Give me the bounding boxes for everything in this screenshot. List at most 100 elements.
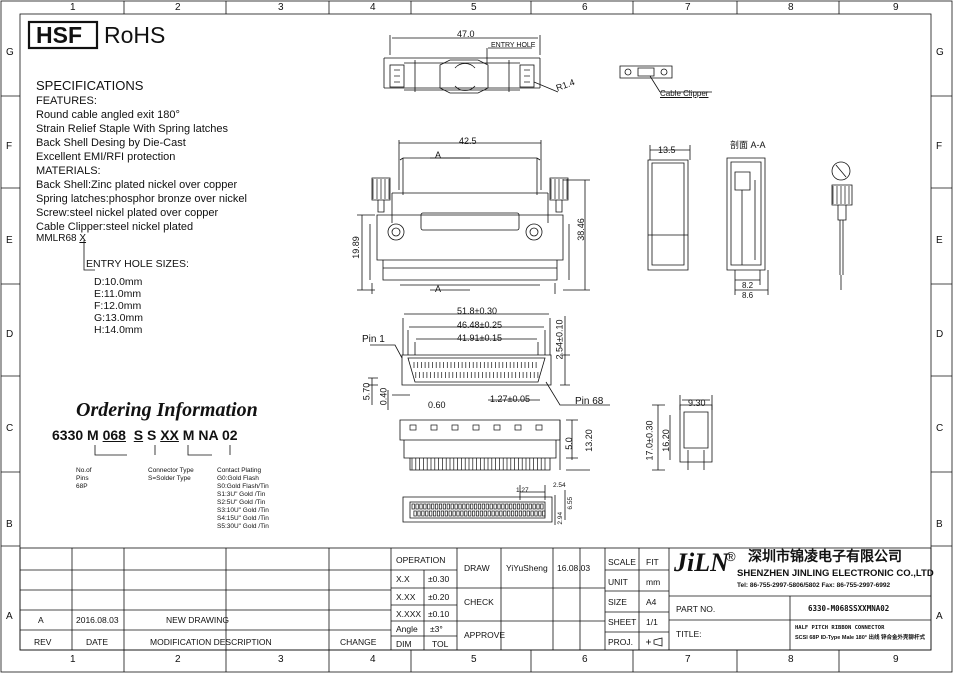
zone-col-label: 9 bbox=[893, 2, 899, 13]
approve-label: APPROVE bbox=[464, 630, 506, 640]
pin-mark bbox=[493, 503, 497, 510]
rev-value: A bbox=[38, 615, 44, 625]
draw-date: 16.08.03 bbox=[557, 563, 591, 573]
ordering-title: Ordering Information bbox=[76, 399, 258, 421]
pin-mark bbox=[534, 510, 538, 517]
zone-row-label: C bbox=[936, 423, 944, 434]
pin-mark bbox=[474, 503, 478, 510]
unit-label: UNIT bbox=[608, 577, 628, 587]
model-prefix: MMLR68 bbox=[36, 233, 77, 244]
model-x: X bbox=[79, 233, 87, 244]
dim-127: 1.27±0.05 bbox=[490, 394, 530, 404]
pin-mark bbox=[511, 510, 515, 517]
pin-mark bbox=[513, 503, 517, 510]
zone-col-label: 7 bbox=[685, 2, 691, 13]
pin-mark bbox=[489, 503, 493, 510]
size-value: A4 bbox=[646, 597, 657, 607]
pin-mark bbox=[442, 503, 446, 510]
legend-line: S2:5U" Gold /Tin bbox=[217, 499, 266, 506]
title-line-2: SCSI 68P ID-Type Male 180° 出线 锌合金外壳铆杆式 bbox=[795, 635, 926, 641]
title-line-1: HALF PITCH RIBBON CONNECTOR bbox=[795, 625, 885, 631]
rohs-label: RoHS bbox=[104, 22, 166, 48]
rev-header: REV bbox=[34, 637, 52, 647]
specifications-title: SPECIFICATIONS bbox=[36, 78, 144, 93]
pin-mark bbox=[444, 510, 448, 517]
size-label: SIZE bbox=[608, 597, 627, 607]
zone-col-label: 6 bbox=[582, 2, 588, 13]
entry-size: G:13.0mm bbox=[94, 312, 144, 324]
spec-line: MATERIALS: bbox=[36, 165, 101, 177]
spec-line: Screw:steel nickel plated over copper bbox=[36, 207, 219, 219]
part-no-label: PART NO. bbox=[676, 604, 716, 614]
ordering-code: 6330 M 068 S S XX M NA 02 bbox=[52, 428, 238, 442]
pin-mark bbox=[505, 503, 509, 510]
legend-line: Connector Type bbox=[148, 467, 194, 474]
code-part: S bbox=[146, 427, 157, 443]
section-a-top: A bbox=[435, 150, 442, 160]
registered-mark: ® bbox=[726, 549, 736, 564]
pin-mark bbox=[438, 503, 443, 510]
entry-size: E:11.0mm bbox=[94, 288, 142, 300]
dim-294: 2.94 bbox=[557, 511, 565, 525]
legend-line: S=Solder Type bbox=[148, 475, 191, 482]
zone-row-label: A bbox=[6, 611, 13, 622]
scale-label: SCALE bbox=[608, 557, 636, 567]
zone-col-label: 2 bbox=[175, 654, 181, 665]
pin-mark bbox=[411, 503, 415, 510]
title-label: TITLE: bbox=[676, 629, 702, 639]
spec-line: Excellent EMI/RFI protection bbox=[36, 151, 176, 163]
pin-mark bbox=[477, 503, 482, 510]
zone-row-label: C bbox=[6, 423, 14, 434]
legend-line: S1:3U" Gold /Tin bbox=[217, 491, 266, 498]
zone-col-label: 4 bbox=[370, 2, 376, 13]
dim-170: 17.0±0.30 bbox=[644, 420, 655, 461]
pin-mark bbox=[530, 510, 534, 517]
pin-mark bbox=[535, 424, 543, 431]
entry-size: H:14.0mm bbox=[94, 324, 143, 336]
code-part: N bbox=[198, 427, 209, 443]
pin-mark bbox=[503, 510, 507, 517]
pin-mark bbox=[499, 510, 503, 517]
company-tel: Tel: 86-755-2997-5806/5802 Fax: 86-755-2… bbox=[737, 582, 891, 589]
spec-line: Cable Clipper:steel nickel plated bbox=[36, 221, 194, 233]
draw-label: DRAW bbox=[464, 563, 490, 573]
zone-col-label: 5 bbox=[471, 654, 477, 665]
zone-row-label: E bbox=[936, 235, 943, 246]
pin-mark bbox=[524, 503, 528, 510]
pin-mark bbox=[454, 503, 458, 510]
plating-legend: Contact Plating G0:Gold Flash S0:Gold Fl… bbox=[217, 467, 269, 531]
dim-47: 47.0 bbox=[457, 29, 475, 39]
code-part: M bbox=[87, 427, 99, 443]
pin-mark bbox=[451, 424, 459, 431]
pin-mark bbox=[514, 510, 519, 517]
zone-col-label: 6 bbox=[582, 654, 588, 665]
spec-line: Round cable angled exit 180° bbox=[36, 109, 180, 121]
zone-row-label: A bbox=[936, 611, 943, 622]
pin-mark bbox=[532, 503, 536, 510]
pin-mark bbox=[413, 510, 417, 517]
tol-name: X.XX bbox=[396, 592, 416, 602]
dim-50: 5.0 bbox=[563, 437, 574, 450]
sheet-label: SHEET bbox=[608, 617, 637, 627]
connector-legend: Connector Type S=Solder Type bbox=[148, 467, 194, 483]
pin-mark bbox=[425, 510, 429, 517]
pin-mark bbox=[536, 503, 540, 510]
model-code: MMLR68 X bbox=[36, 234, 86, 244]
code-part: 02 bbox=[221, 427, 238, 443]
zone-row-label: B bbox=[6, 519, 13, 530]
pin-mark bbox=[522, 510, 526, 517]
entry-size: D:10.0mm bbox=[94, 276, 143, 288]
tol-value: ±0.20 bbox=[428, 592, 450, 602]
pin-mark bbox=[409, 424, 417, 431]
pin68-label: Pin 68 bbox=[575, 396, 604, 407]
pin-mark bbox=[501, 503, 505, 510]
company-name-cn: 深圳市锦凌电子有限公司 bbox=[748, 548, 902, 564]
dim-127b: 1.27 bbox=[516, 487, 529, 494]
spec-line: Back Shell Desing by Die-Cast bbox=[36, 137, 186, 149]
dim-4191: 41.91±0.15 bbox=[457, 333, 502, 343]
pins-legend: No.of Pins 68P bbox=[76, 467, 92, 491]
pin-mark bbox=[493, 424, 501, 431]
drawer-name: YiYuSheng bbox=[506, 563, 548, 573]
zone-col-label: 8 bbox=[788, 2, 794, 13]
